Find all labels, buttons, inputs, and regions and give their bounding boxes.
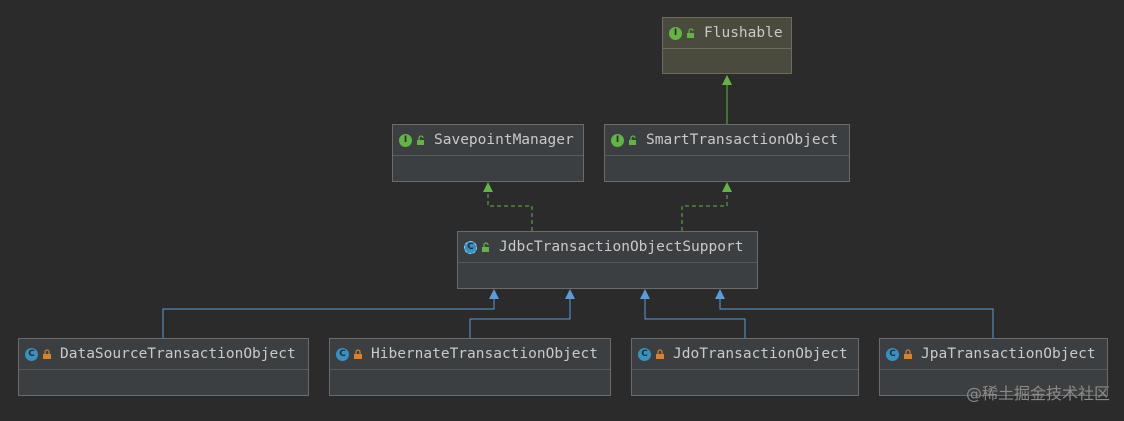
node-smart-transaction-object[interactable]: I SmartTransactionObject [604, 124, 850, 182]
node-jpa-transaction-object[interactable]: C JpaTransactionObject [879, 338, 1108, 396]
node-header: C HibernateTransactionObject [330, 339, 610, 370]
arrowhead-jdo [640, 289, 650, 299]
arrowhead-jpa [715, 289, 725, 299]
node-name: SavepointManager [434, 132, 574, 148]
node-name: JpaTransactionObject [921, 346, 1096, 362]
node-jdo-transaction-object[interactable]: C JdoTransactionObject [631, 338, 859, 396]
unlocked-icon [687, 27, 694, 38]
watermark: @稀土掘金技术社区 [965, 384, 1110, 403]
node-jdbc-transaction-object-support[interactable]: C JdbcTransactionObjectSupport [457, 231, 758, 289]
node-name: SmartTransactionObject [646, 132, 839, 148]
node-name: HibernateTransactionObject [371, 346, 598, 362]
arrowhead-datasource [489, 289, 499, 299]
unlocked-icon [417, 134, 424, 145]
arrowhead-savepoint [483, 182, 493, 192]
node-name: Flushable [704, 25, 783, 41]
edge-hibernate-to-jdbc [469, 298, 571, 338]
node-header: I Flushable [663, 18, 791, 49]
unlocked-icon [629, 134, 636, 145]
arrowhead-smart [722, 182, 732, 192]
locked-icon [43, 348, 51, 359]
interface-icon: I [399, 133, 412, 147]
arrowhead-hibernate [565, 289, 575, 299]
class-icon: C [25, 347, 38, 361]
node-name: JdbcTransactionObjectSupport [499, 239, 744, 255]
node-name: JdoTransactionObject [673, 346, 848, 362]
node-datasource-transaction-object[interactable]: C DataSourceTransactionObject [18, 338, 309, 396]
unlocked-icon [482, 241, 489, 252]
node-flushable[interactable]: I Flushable [662, 17, 792, 74]
node-header: C JpaTransactionObject [880, 339, 1107, 370]
edge-jdo-to-jdbc [644, 298, 746, 338]
edge-jdbc-to-savepoint [487, 190, 533, 231]
interface-icon: I [611, 133, 624, 147]
node-savepoint-manager[interactable]: I SavepointManager [392, 124, 584, 182]
node-header: I SavepointManager [393, 125, 583, 156]
node-hibernate-transaction-object[interactable]: C HibernateTransactionObject [329, 338, 611, 396]
node-header: C JdbcTransactionObjectSupport [458, 232, 757, 263]
locked-icon [354, 348, 362, 359]
edge-jdbc-to-smart [681, 190, 728, 231]
class-icon: C [336, 347, 349, 361]
node-header: C JdoTransactionObject [632, 339, 858, 370]
arrowhead-flushable [722, 75, 732, 85]
node-header: C DataSourceTransactionObject [19, 339, 308, 370]
locked-icon [904, 348, 912, 359]
locked-icon [656, 348, 664, 359]
interface-icon: I [669, 26, 682, 40]
class-icon: C [886, 347, 899, 361]
node-name: DataSourceTransactionObject [60, 346, 296, 362]
edge-jpa-to-jdbc [719, 298, 994, 338]
edge-datasource-to-jdbc [162, 298, 495, 338]
class-icon: C [638, 347, 651, 361]
abstract-class-icon: C [464, 240, 477, 254]
node-header: I SmartTransactionObject [605, 125, 849, 156]
